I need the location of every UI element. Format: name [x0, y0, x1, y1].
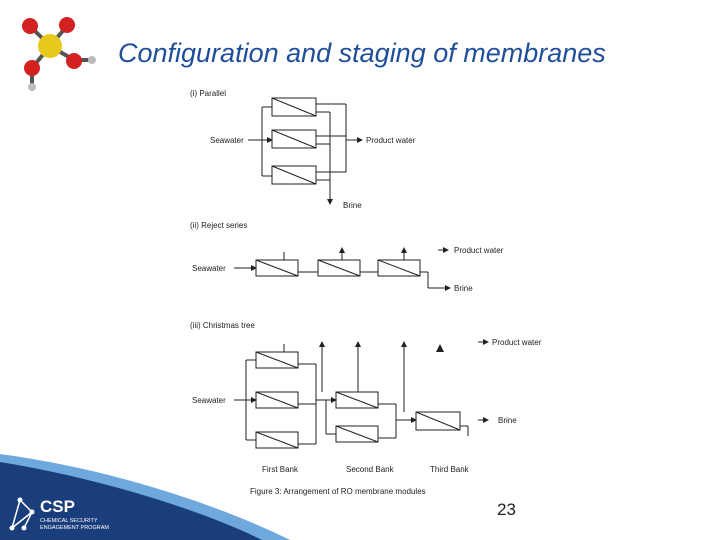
reject-module-1 — [255, 259, 299, 277]
svg-text:ENGAGEMENT PROGRAM: ENGAGEMENT PROGRAM — [40, 525, 109, 531]
footer-band — [0, 454, 290, 540]
first-bank-label: First Bank — [262, 465, 299, 474]
reject-module-3 — [377, 259, 421, 277]
tree-feed-label: Seawater — [192, 396, 226, 405]
parallel-product-label: Product water — [366, 136, 416, 145]
tree-label: (iii) Christmas tree — [190, 321, 255, 330]
molecule-icon — [22, 17, 96, 91]
reject-product-label: Product water — [454, 246, 504, 255]
figure-caption: Figure 3: Arrangement of RO membrane mod… — [250, 487, 426, 496]
third-bank-label: Third Bank — [430, 465, 470, 474]
parallel-brine-label: Brine — [343, 201, 362, 210]
parallel-feed-label: Seawater — [210, 136, 244, 145]
parallel-module-3 — [271, 165, 317, 185]
reject-feed-label: Seawater — [192, 264, 226, 273]
slide-title: Configuration and staging of membranes — [118, 38, 606, 68]
tree-product-label: Product water — [492, 338, 542, 347]
page-number: 23 — [497, 500, 516, 519]
tree-brine-label: Brine — [498, 416, 517, 425]
svg-text:CSP: CSP — [40, 497, 75, 516]
svg-text:CHEMICAL SECURITY: CHEMICAL SECURITY — [40, 518, 98, 524]
second-bank-label: Second Bank — [346, 465, 395, 474]
reject-series-label: (ii) Reject series — [190, 221, 247, 230]
csp-logo: CSP CHEMICAL SECURITY ENGAGEMENT PROGRAM — [9, 497, 109, 531]
reject-brine-label: Brine — [454, 284, 473, 293]
parallel-label: (i) Parallel — [190, 89, 226, 98]
reject-module-2 — [317, 259, 361, 277]
